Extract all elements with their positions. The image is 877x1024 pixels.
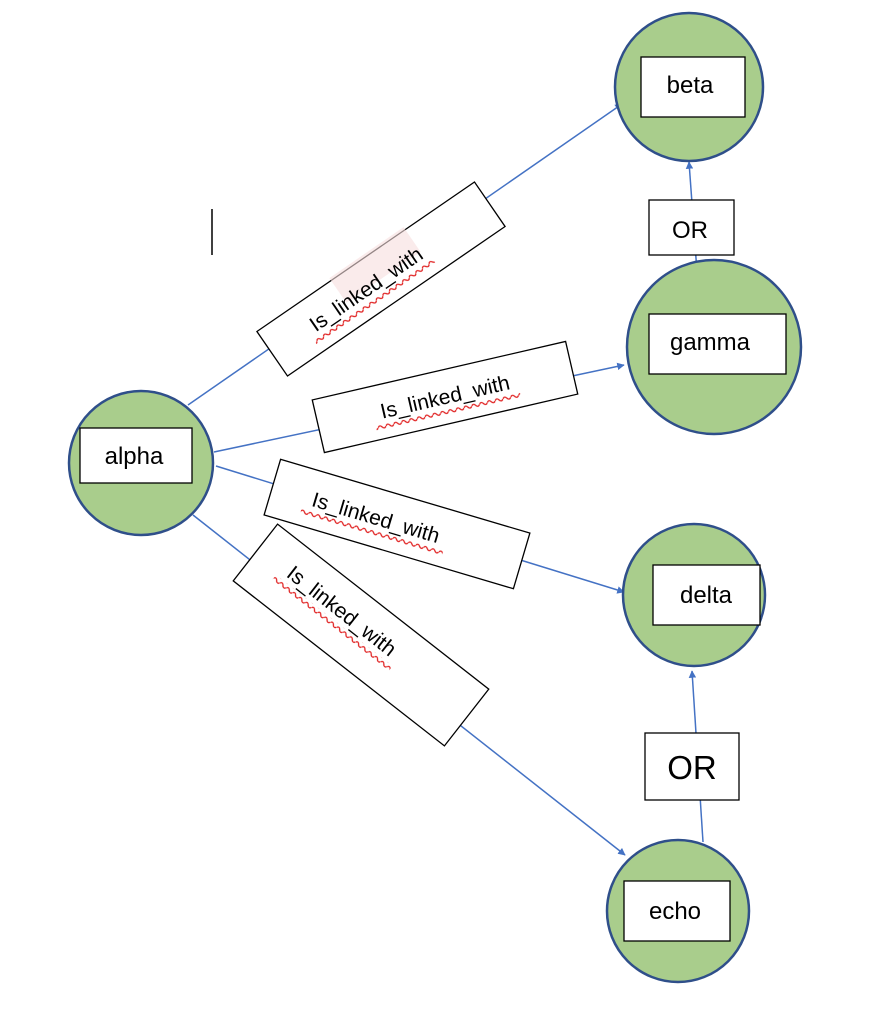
node-echo-label: echo [649, 898, 701, 925]
node-beta: beta [613, 11, 765, 163]
node-alpha: alpha [67, 389, 215, 537]
or-label-gamma-beta: OR [672, 217, 708, 244]
node-echo: echo [605, 838, 751, 984]
edge-label-box-alpha-gamma: Is_linked_with [311, 340, 579, 454]
node-delta: delta [621, 522, 767, 668]
or-box-gamma-beta: OR [648, 199, 735, 256]
or-box-echo-delta: OR [644, 732, 740, 801]
node-alpha-label: alpha [105, 443, 164, 470]
node-beta-label: beta [667, 72, 714, 99]
node-gamma-label: gamma [670, 329, 751, 356]
edge-label-box-alpha-beta: Is_linked_with [256, 181, 506, 377]
node-gamma: gamma [625, 258, 803, 436]
node-delta-label: delta [680, 582, 733, 609]
or-label-echo-delta: OR [667, 749, 717, 786]
